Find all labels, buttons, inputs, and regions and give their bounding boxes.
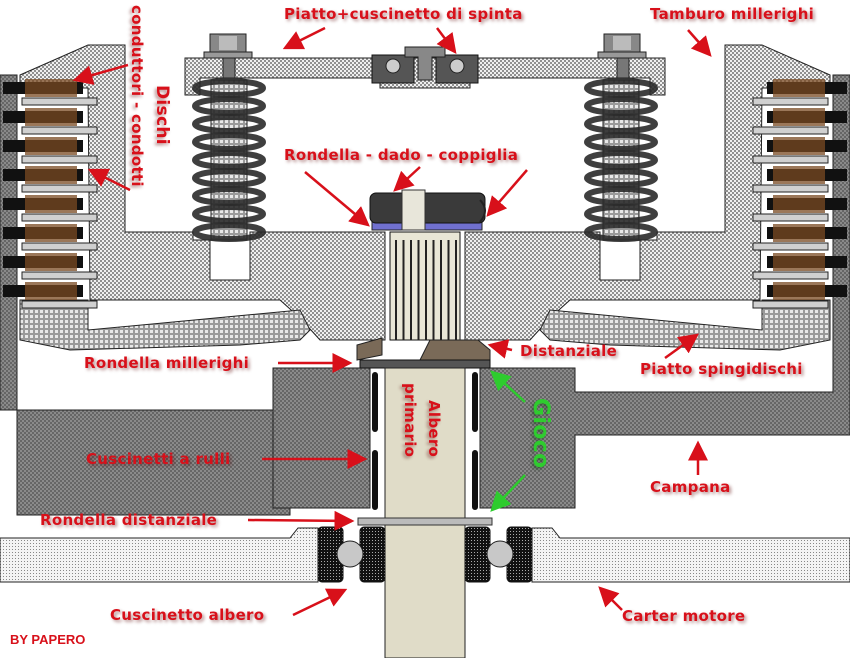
bolt-left — [203, 33, 253, 79]
distanziale — [356, 337, 491, 361]
disc-condotto — [21, 126, 98, 135]
disc-friction — [773, 137, 825, 155]
spring-left — [192, 78, 266, 242]
spring-coil — [192, 96, 266, 116]
rondella-distanziale — [357, 517, 493, 526]
label-cuscinetto-albero: Cuscinetto albero — [110, 606, 265, 624]
disc-friction — [25, 282, 77, 300]
piatto-spingidischi-right — [539, 299, 831, 351]
label-albero: Albero — [425, 400, 443, 458]
campana-hub-left — [272, 367, 371, 509]
label-piatto-spingidischi: Piatto spingidischi — [640, 360, 803, 378]
disc-condotto — [752, 213, 829, 222]
clutch-discs-right — [752, 79, 847, 309]
cuscinetto-albero — [317, 526, 533, 583]
disc-condotto — [21, 300, 98, 309]
label-distanziale: Distanziale — [520, 342, 618, 360]
mozzo-scanalato — [389, 231, 461, 341]
label-carter: Carter motore — [622, 607, 746, 625]
tamburo-right — [464, 44, 831, 341]
disc-friction — [773, 224, 825, 242]
spring-right — [584, 78, 658, 242]
spring-coil — [584, 204, 658, 224]
spring-coil — [584, 168, 658, 188]
albero-primario — [384, 367, 466, 658]
rondella-millerighi — [359, 359, 491, 369]
disc-condotto — [752, 242, 829, 251]
disc-friction — [25, 253, 77, 271]
spring-coil — [192, 114, 266, 134]
spring-coil — [584, 150, 658, 170]
spring-coil — [584, 222, 658, 242]
spring-coil — [584, 132, 658, 152]
callout-arrows — [72, 26, 712, 617]
label-dischi-sub: conduttori - condotti — [128, 5, 146, 187]
disc-friction — [773, 195, 825, 213]
label-campana: Campana — [650, 478, 731, 496]
piatto-spingidischi-left — [19, 299, 311, 351]
label-rondella-distanziale: Rondella distanziale — [40, 511, 218, 529]
spring-coil — [192, 222, 266, 242]
disc-friction — [773, 253, 825, 271]
label-piatto-cuscinetto: Piatto+cuscinetto di spinta — [284, 5, 523, 23]
label-dischi: Dischi — [152, 85, 172, 145]
disc-condotto — [752, 97, 829, 106]
disc-friction — [773, 108, 825, 126]
label-rondella-dado: Rondella - dado - coppiglia — [284, 146, 519, 164]
spring-coil — [192, 186, 266, 206]
disc-condotto — [21, 242, 98, 251]
label-primario: primario — [401, 383, 419, 458]
disc-condotto — [21, 155, 98, 164]
clutch-discs-left — [3, 79, 98, 309]
cuscinetto-spinta — [371, 46, 479, 84]
spring-coil — [584, 114, 658, 134]
disc-condotto — [752, 184, 829, 193]
dado-rondella — [369, 189, 486, 231]
disc-condotto — [752, 155, 829, 164]
spring-coil — [192, 132, 266, 152]
disc-condotto — [752, 126, 829, 135]
spring-coil — [192, 168, 266, 188]
bolt-right — [597, 33, 647, 79]
disc-friction — [25, 79, 77, 97]
label-cuscinetti-rulli: Cuscinetti a rulli — [86, 450, 231, 468]
spring-coil — [584, 186, 658, 206]
spring-coil — [584, 78, 658, 98]
label-tamburo: Tamburo millerighi — [650, 5, 815, 23]
disc-friction — [773, 79, 825, 97]
disc-condotto — [21, 213, 98, 222]
disc-condotto — [21, 97, 98, 106]
spring-coil — [192, 150, 266, 170]
disc-friction — [25, 137, 77, 155]
spring-core — [210, 79, 248, 241]
spring-coil — [192, 78, 266, 98]
disc-friction — [25, 108, 77, 126]
disc-friction — [773, 166, 825, 184]
tamburo-left — [19, 44, 386, 341]
disc-friction — [25, 224, 77, 242]
disc-friction — [25, 195, 77, 213]
cuscinetti-rulli — [372, 372, 478, 510]
label-gioco: Gioco — [528, 398, 553, 469]
carter-motore — [0, 527, 319, 583]
carter-motore-right — [531, 527, 850, 583]
label-rondella-millerighi: Rondella millerighi — [84, 354, 250, 372]
disc-condotto — [752, 300, 829, 309]
spring-core — [602, 79, 640, 241]
disc-condotto — [752, 271, 829, 280]
disc-friction — [25, 166, 77, 184]
disc-condotto — [21, 271, 98, 280]
spring-coil — [584, 96, 658, 116]
disc-friction — [773, 282, 825, 300]
spring-coil — [192, 204, 266, 224]
credit: BY PAPERO — [10, 632, 86, 647]
disc-condotto — [21, 184, 98, 193]
gioco-arrows — [490, 370, 526, 512]
